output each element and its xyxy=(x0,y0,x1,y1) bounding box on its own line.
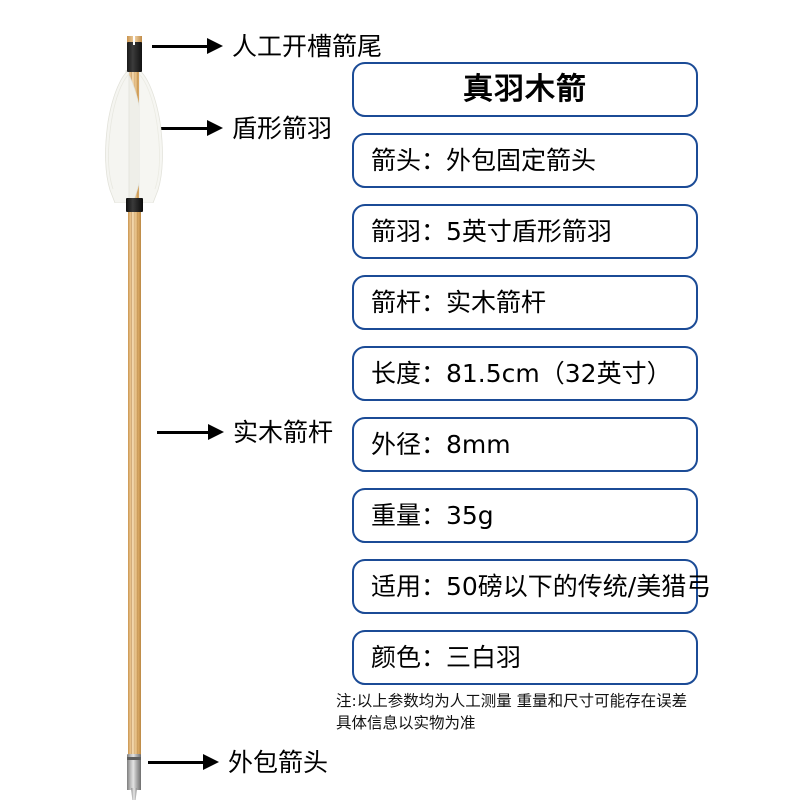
arrow-head-icon xyxy=(203,754,219,770)
fletching-feather-left xyxy=(105,70,130,203)
spec-text-shaft: 箭杆：实木箭杆 xyxy=(371,288,547,317)
fletching-wrap xyxy=(126,198,143,212)
callout-shaft: 实木箭杆 xyxy=(157,415,333,449)
callout-label-nock: 人工开槽箭尾 xyxy=(232,31,383,61)
arrow-head-icon xyxy=(208,424,224,440)
arrow-point-ferrule xyxy=(127,754,141,790)
ferrule-band xyxy=(127,757,141,760)
arrow-illustration xyxy=(105,30,163,800)
product-photo: 人工开槽箭尾 盾形箭羽 实木箭杆 外包箭头 xyxy=(0,0,382,800)
callout-label-fletching: 盾形箭羽 xyxy=(232,113,333,143)
spec-row-shaft: 箭杆：实木箭杆 xyxy=(352,275,698,330)
spec-text-color: 颜色：三白羽 xyxy=(371,643,522,672)
product-title-box: 真羽木箭 xyxy=(352,62,698,117)
product-title: 真羽木箭 xyxy=(463,71,587,107)
callout-line xyxy=(157,430,209,434)
footnote-line-2: 具体信息以实物为准 xyxy=(336,714,476,732)
callout-line xyxy=(148,760,204,764)
fletching-feather-right xyxy=(139,70,163,203)
callout-label-point: 外包箭头 xyxy=(228,747,329,777)
spec-row-length: 长度：81.5cm（32英寸） xyxy=(352,346,698,401)
nock-slot xyxy=(133,36,135,45)
wooden-shaft xyxy=(128,38,141,780)
callout-line xyxy=(152,44,208,48)
footnote: 注:以上参数均为人工测量 重量和尺寸可能存在误差 具体信息以实物为准 xyxy=(336,690,716,734)
arrow-point-tip xyxy=(131,788,137,800)
spec-row-arrowhead: 箭头：外包固定箭头 xyxy=(352,133,698,188)
spec-row-color: 颜色：三白羽 xyxy=(352,630,698,685)
spec-row-diameter: 外径：8mm xyxy=(352,417,698,472)
spec-row-compatibility: 适用：50磅以下的传统/美猎弓 xyxy=(352,559,711,614)
callout-nock: 人工开槽箭尾 xyxy=(152,29,382,63)
spec-text-diameter: 外径：8mm xyxy=(371,430,511,459)
arrow-head-icon xyxy=(207,120,223,136)
footnote-line-1: 注:以上参数均为人工测量 重量和尺寸可能存在误差 xyxy=(336,692,688,710)
spec-list: 真羽木箭 箭头：外包固定箭头 箭羽：5英寸盾形箭羽 箭杆：实木箭杆 长度：81.… xyxy=(352,62,711,701)
callout-fletching: 盾形箭羽 xyxy=(152,111,332,145)
callout-line xyxy=(152,126,208,130)
spec-row-fletching: 箭羽：5英寸盾形箭羽 xyxy=(352,204,698,259)
spec-text-fletching: 箭羽：5英寸盾形箭羽 xyxy=(371,217,612,246)
callout-label-shaft: 实木箭杆 xyxy=(233,417,334,447)
spec-row-weight: 重量：35g xyxy=(352,488,698,543)
spec-text-arrowhead: 箭头：外包固定箭头 xyxy=(371,146,597,175)
spec-text-compatibility: 适用：50磅以下的传统/美猎弓 xyxy=(371,572,712,601)
spec-text-weight: 重量：35g xyxy=(371,501,494,530)
callout-point: 外包箭头 xyxy=(148,745,328,779)
arrow-nock xyxy=(127,42,142,72)
spec-text-length: 长度：81.5cm（32英寸） xyxy=(371,359,672,388)
arrow-head-icon xyxy=(207,38,223,54)
